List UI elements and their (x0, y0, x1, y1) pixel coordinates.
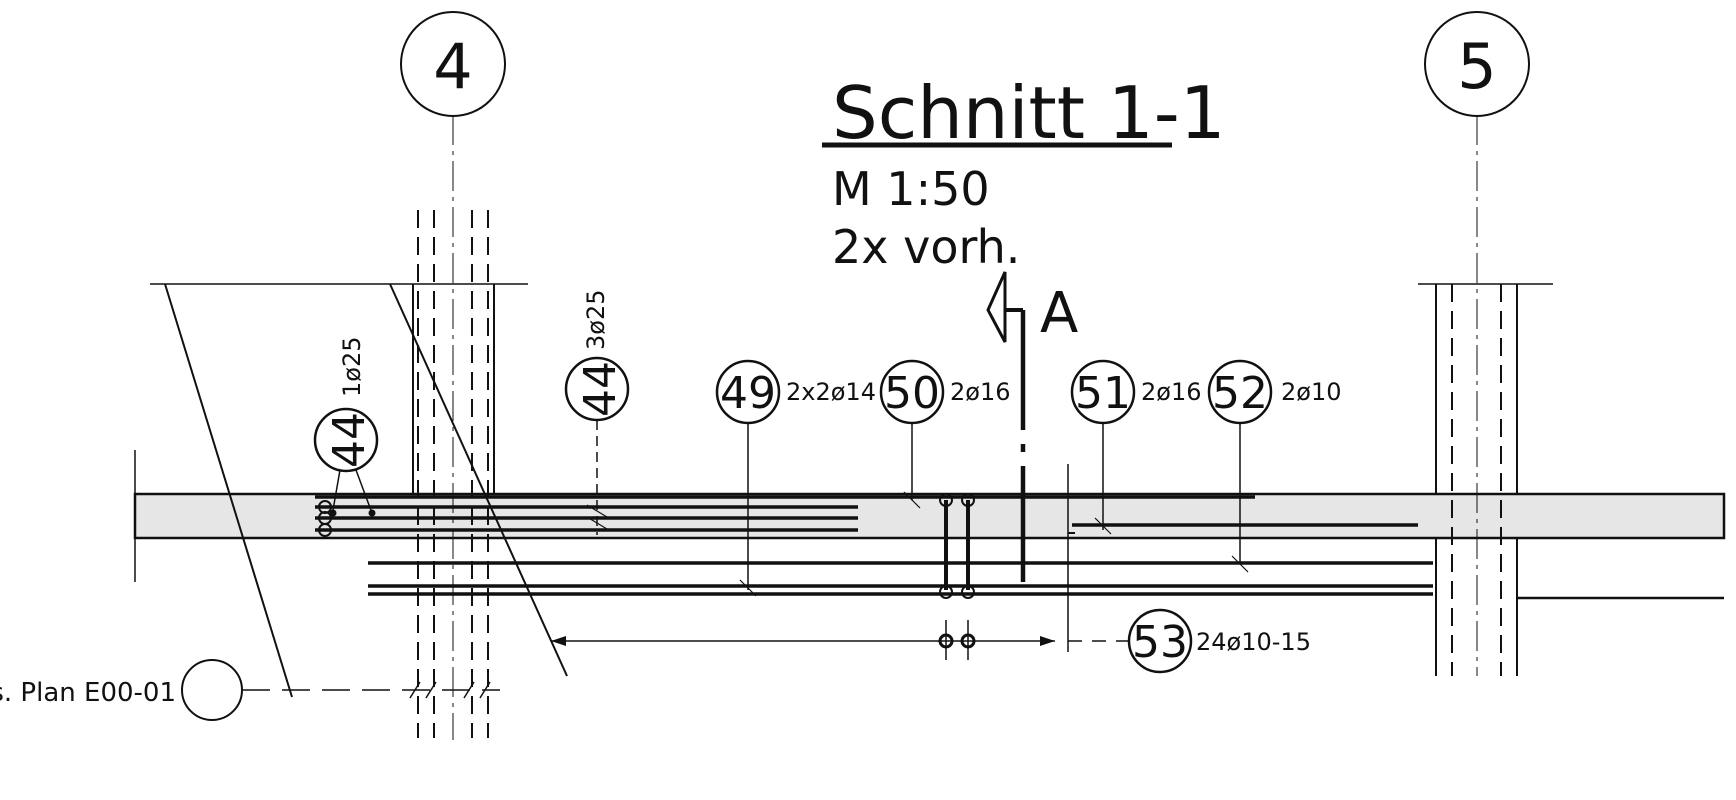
bar-mark-44-b: 44 3ø25 (564, 290, 630, 535)
section-marker-label: A (1040, 281, 1078, 346)
bar-mark-number: 49 (720, 368, 776, 419)
reference-label: s. Plan E00-01 (0, 678, 176, 708)
bar-mark-number: 52 (1212, 368, 1268, 419)
bar-mark-spec: 2ø10 (1281, 378, 1342, 406)
ref-ticks (409, 681, 491, 699)
slanted-wall-line (389, 283, 568, 677)
dimension-line (551, 464, 1130, 652)
axis-marker-5: 5 (1424, 11, 1530, 117)
column-axis-5 (1435, 115, 1724, 676)
bar-mark-53: 53 24ø10-15 (1127, 608, 1311, 674)
page-title: Schnitt 1-1 (832, 71, 1226, 155)
bar-mark-number: 50 (884, 368, 940, 419)
column-axis-4 (412, 115, 495, 740)
bar-mark-number: 44 (324, 412, 375, 468)
stirrups (938, 493, 976, 660)
bar-mark-52: 52 2ø10 (1207, 359, 1342, 563)
bar-mark-44-a: 44 1ø25 (313, 337, 379, 514)
bar-mark-spec: 1ø25 (338, 337, 366, 398)
bar-mark-50: 50 2ø16 (879, 359, 1011, 500)
slanted-wall-line (164, 283, 293, 698)
leader-ticks (586, 491, 1249, 597)
scale-label: M 1:50 (832, 162, 990, 216)
reference-circle (181, 659, 243, 721)
section-arrow: A (986, 271, 1078, 582)
bar-mark-spec: 3ø25 (582, 290, 610, 351)
axis-label: 5 (1457, 30, 1496, 103)
bar-mark-51: 51 2ø16 (1070, 359, 1202, 530)
bar-mark-spec: 2x2ø14 (786, 378, 876, 406)
axis-marker-4: 4 (400, 11, 506, 117)
bar-mark-number: 44 (575, 361, 626, 417)
axis-label: 4 (433, 30, 472, 103)
bar-mark-spec: 2ø16 (1141, 378, 1202, 406)
bar-mark-number: 53 (1132, 617, 1188, 668)
bar-mark-49: 49 2x2ø14 (715, 359, 876, 590)
note-label: 2x vorh. (832, 220, 1020, 274)
bar-mark-spec: 2ø16 (950, 378, 1011, 406)
bar-mark-spec: 24ø10-15 (1196, 628, 1311, 656)
bar-mark-number: 51 (1075, 368, 1131, 419)
